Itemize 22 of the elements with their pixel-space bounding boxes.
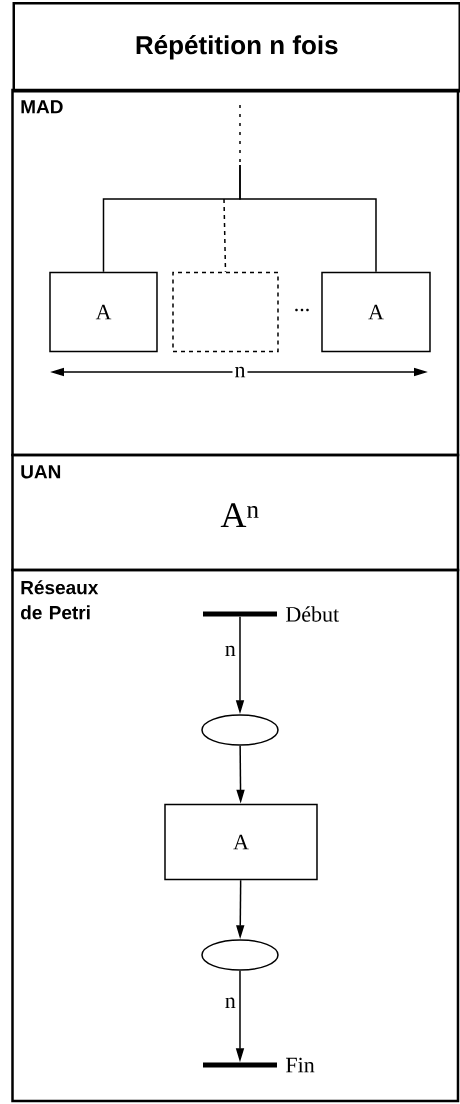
place-ellipse [201,939,279,971]
section-heading: Réseaux de Petri [21,580,99,620]
beside-label: Début [286,606,340,622]
section-panel [11,453,460,572]
task-box: A [321,271,431,353]
connector-line [239,164,377,273]
title-band: Répétition n fois [12,2,460,93]
notation-text: A$^{n}$ [220,503,259,527]
place-ellipse [201,714,279,746]
task-box: A [164,803,318,881]
beside-label: Fin [286,1057,315,1073]
edge-label: n [223,644,237,658]
dimension-label: n [232,364,248,380]
connector-line [223,198,227,273]
empty-box [172,271,279,353]
section-panel [11,568,460,1103]
section-heading: MAD [21,100,63,114]
section-heading: UAN [21,465,61,479]
task-box: A [49,271,158,353]
ellipsis-mark: ... [291,306,313,314]
edge-label: n [223,996,237,1009]
section-panel [11,88,460,457]
